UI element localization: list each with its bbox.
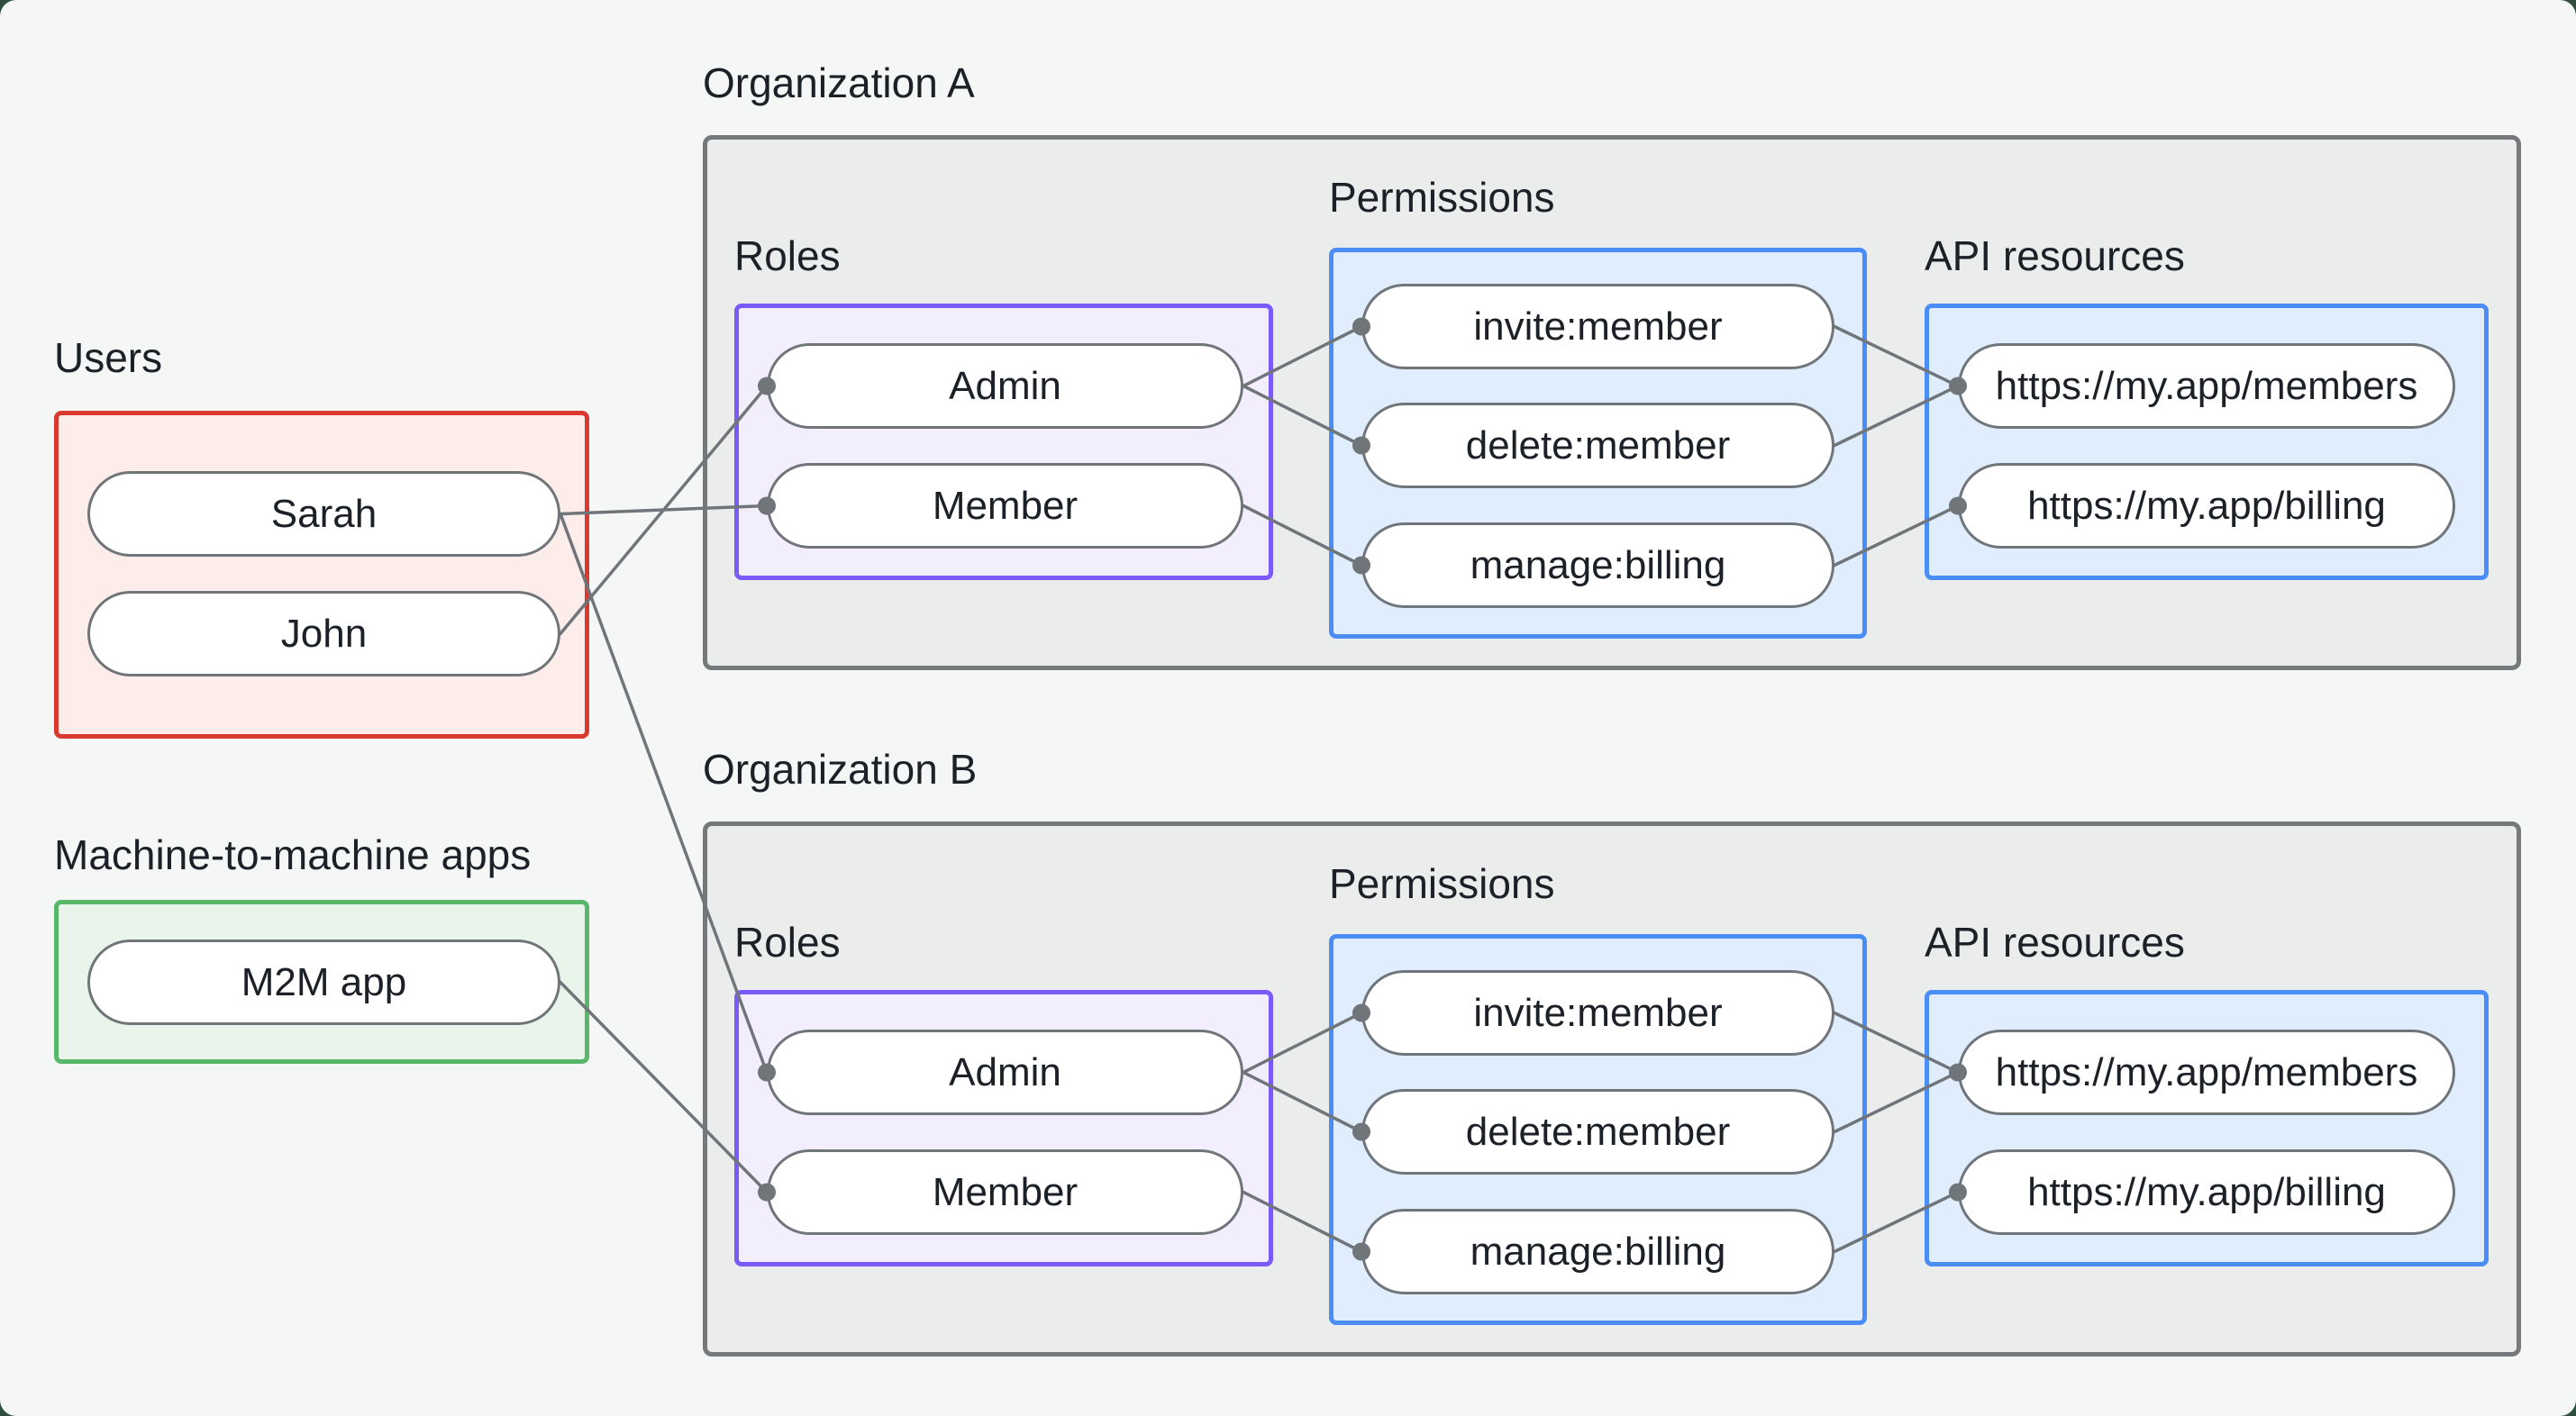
org-a-api-label: API resources — [1925, 232, 2185, 279]
user-node-sarah: Sarah — [87, 471, 560, 557]
org-b-permissions-label: Permissions — [1329, 860, 1555, 907]
org-b-api-label: API resources — [1925, 919, 2185, 966]
org-a-roles-label: Roles — [734, 232, 841, 279]
org-a-role-admin: Admin — [767, 343, 1243, 429]
users-group-box — [54, 411, 589, 739]
org-b-label: Organization B — [703, 746, 978, 793]
org-a-api-billing: https://my.app/billing — [1958, 463, 2455, 549]
org-a-label: Organization A — [703, 59, 975, 106]
org-a-role-member: Member — [767, 463, 1243, 549]
m2m-app-node: M2M app — [87, 939, 560, 1025]
org-b-api-billing: https://my.app/billing — [1958, 1149, 2455, 1235]
org-a-api-members: https://my.app/members — [1958, 343, 2455, 429]
org-b-permission-delete-member: delete:member — [1361, 1089, 1834, 1175]
users-group-label: Users — [54, 334, 163, 381]
org-a-permission-invite-member: invite:member — [1361, 284, 1834, 369]
org-b-permission-invite-member: invite:member — [1361, 970, 1834, 1056]
user-node-john: John — [87, 591, 560, 676]
org-b-role-admin: Admin — [767, 1030, 1243, 1115]
org-b-permission-manage-billing: manage:billing — [1361, 1209, 1834, 1294]
m2m-group-label: Machine-to-machine apps — [54, 831, 532, 878]
org-b-api-members: https://my.app/members — [1958, 1030, 2455, 1115]
org-a-permission-delete-member: delete:member — [1361, 403, 1834, 488]
org-b-roles-label: Roles — [734, 919, 841, 966]
org-b-role-member: Member — [767, 1149, 1243, 1235]
org-a-permission-manage-billing: manage:billing — [1361, 522, 1834, 608]
org-a-permissions-label: Permissions — [1329, 174, 1555, 221]
